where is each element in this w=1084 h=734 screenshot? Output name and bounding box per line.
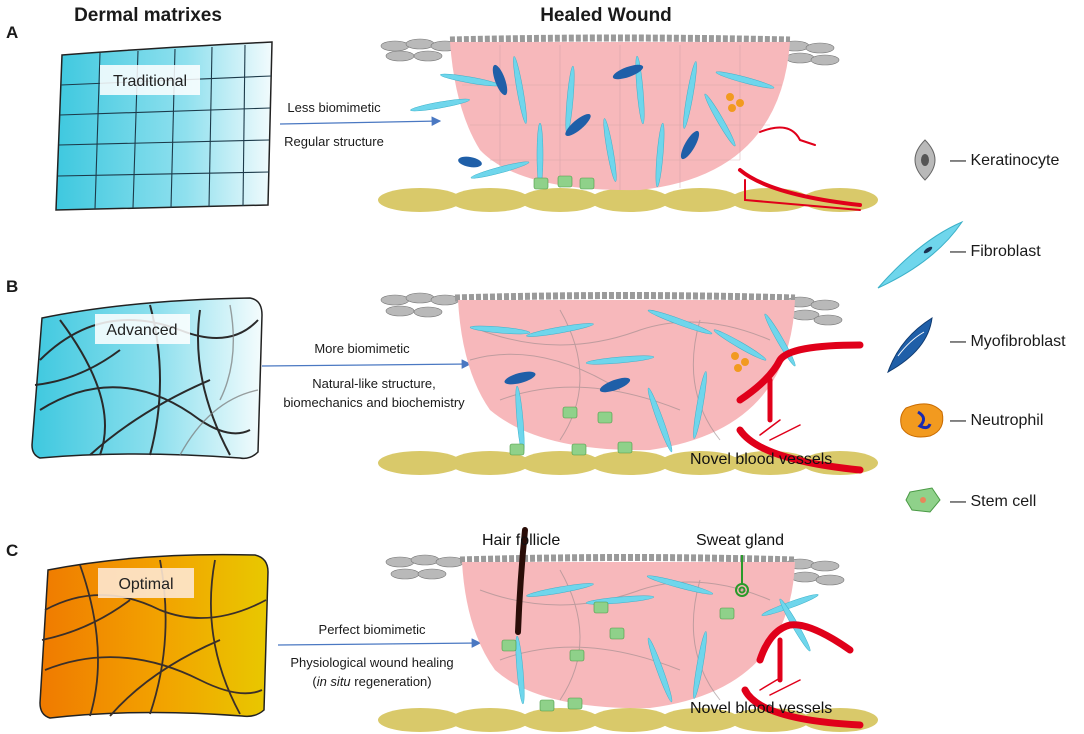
arrow-b-line-2: Natural-like structure, — [312, 376, 436, 391]
arrow-a-line-2: Regular structure — [284, 134, 384, 149]
legend-label-stem-cell: — Stem cell — [950, 493, 1036, 510]
arrow-c-line-2: Physiological wound healing — [290, 655, 453, 670]
matrix-advanced: Advanced — [31, 297, 263, 460]
arrow-a-line-1: Less biomimetic — [287, 100, 381, 115]
matrix-label-optimal: Optimal — [118, 576, 173, 593]
arrow-c-line-1: Perfect biomimetic — [319, 622, 426, 637]
legend-label-fibroblast: — Fibroblast — [950, 243, 1041, 260]
stem-cell-icon — [905, 487, 941, 513]
matrix-optimal: Optimal — [39, 553, 269, 719]
matrix-label-traditional: Traditional — [113, 73, 187, 90]
fibroblast-icon — [877, 220, 964, 289]
arrow-c-line-3: (in situ regeneration) — [312, 674, 431, 689]
matrix-traditional: Traditional — [55, 41, 273, 211]
right-header: Healed Wound — [540, 5, 672, 26]
legend-label-keratinocyte: — Keratinocyte — [950, 152, 1059, 169]
neutrophil-icon — [900, 403, 944, 438]
arrow-b-line-1: More biomimetic — [314, 341, 410, 356]
panel-letter-a: A — [6, 23, 18, 42]
panel-letter-c: C — [6, 541, 18, 560]
arrow-c: Perfect biomimetic Physiological wound h… — [277, 622, 482, 689]
keratinocyte-icon — [914, 139, 936, 181]
arrow-a: Less biomimetic Regular structure — [279, 100, 442, 149]
label-sweat-gland: Sweat gland — [696, 532, 784, 549]
label-novel-blood-vessels-c: Novel blood vessels — [690, 700, 832, 717]
legend: — Keratinocyte — Fibroblast — Myofibrobl… — [877, 139, 1066, 513]
myofibroblast-icon — [887, 317, 933, 374]
wound-b: Novel blood vessels — [378, 292, 878, 475]
legend-label-neutrophil: — Neutrophil — [950, 412, 1043, 429]
wound-c: Hair follicle Sweat gland Novel blood ve… — [378, 527, 878, 732]
label-novel-blood-vessels-b: Novel blood vessels — [690, 451, 832, 468]
arrow-b-line-3: biomechanics and biochemistry — [283, 395, 465, 410]
left-header: Dermal matrixes — [74, 5, 222, 26]
arrow-b: More biomimetic Natural-like structure, … — [261, 341, 472, 410]
matrix-label-advanced: Advanced — [106, 322, 177, 339]
label-hair-follicle: Hair follicle — [482, 532, 560, 549]
legend-label-myofibroblast: — Myofibroblast — [950, 333, 1066, 350]
wound-a — [378, 34, 878, 212]
panel-letter-b: B — [6, 277, 18, 296]
